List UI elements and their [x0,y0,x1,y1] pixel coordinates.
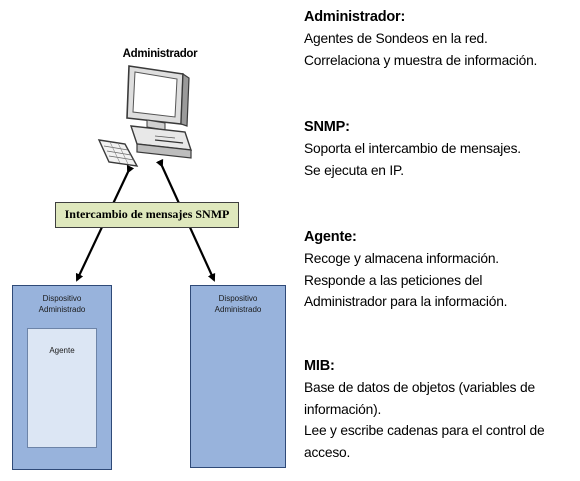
section-line: Recoge y almacena información. [304,251,499,266]
device-title: Dispositivo Administrado [191,293,285,315]
section-line: Se ejecuta en IP. [304,162,404,178]
administrator-label: Administrador [122,48,198,60]
managed-device-2: Dispositivo Administrado [190,285,286,468]
section-administrator: Administrador: Agentes de Sondeos en la … [304,6,576,71]
section-line: Soporta el intercambio de mensajes. [304,141,521,156]
section-title: MIB: [304,358,335,374]
device-title-line2: Administrado [214,305,262,314]
section-line: Base de datos de objetos (variables de [304,380,535,395]
device-title-line1: Dispositivo [218,294,258,303]
section-title: Administrador: [304,9,406,25]
section-snmp: SNMP: Soporta el intercambio de mensajes… [304,116,576,181]
section-line: Lee y escribe cadenas para el control de [304,423,545,438]
section-title: Agente: [304,229,357,245]
section-agent: Agente: Recoge y almacena información. R… [304,226,576,313]
section-line: acceso. [304,444,351,460]
device-title-line1: Dispositivo [42,294,82,303]
managed-device-1: Dispositivo Administrado Agente [12,285,112,470]
section-mib: MIB: Base de datos de objetos (variables… [304,355,576,463]
section-line: información). [304,401,382,417]
computer-icon [97,65,193,167]
snmp-diagram: Administrador Intercambio de mensajes SN… [12,48,286,470]
snmp-message-box: Intercambio de mensajes SNMP [55,202,239,228]
section-line: Administrador para la información. [304,294,508,309]
section-line: Agentes de Sondeos en la red. [304,31,488,46]
section-line: Responde a las peticiones del [304,272,483,288]
device-title: Dispositivo Administrado [13,293,111,315]
description-panel: Administrador: Agentes de Sondeos en la … [304,0,576,481]
device-title-line2: Administrado [38,305,86,314]
section-line: Correlaciona y muestra de información. [304,52,538,68]
agent-label: Agente [49,346,75,355]
section-title: SNMP: [304,119,350,135]
agent-box: Agente [27,328,97,448]
